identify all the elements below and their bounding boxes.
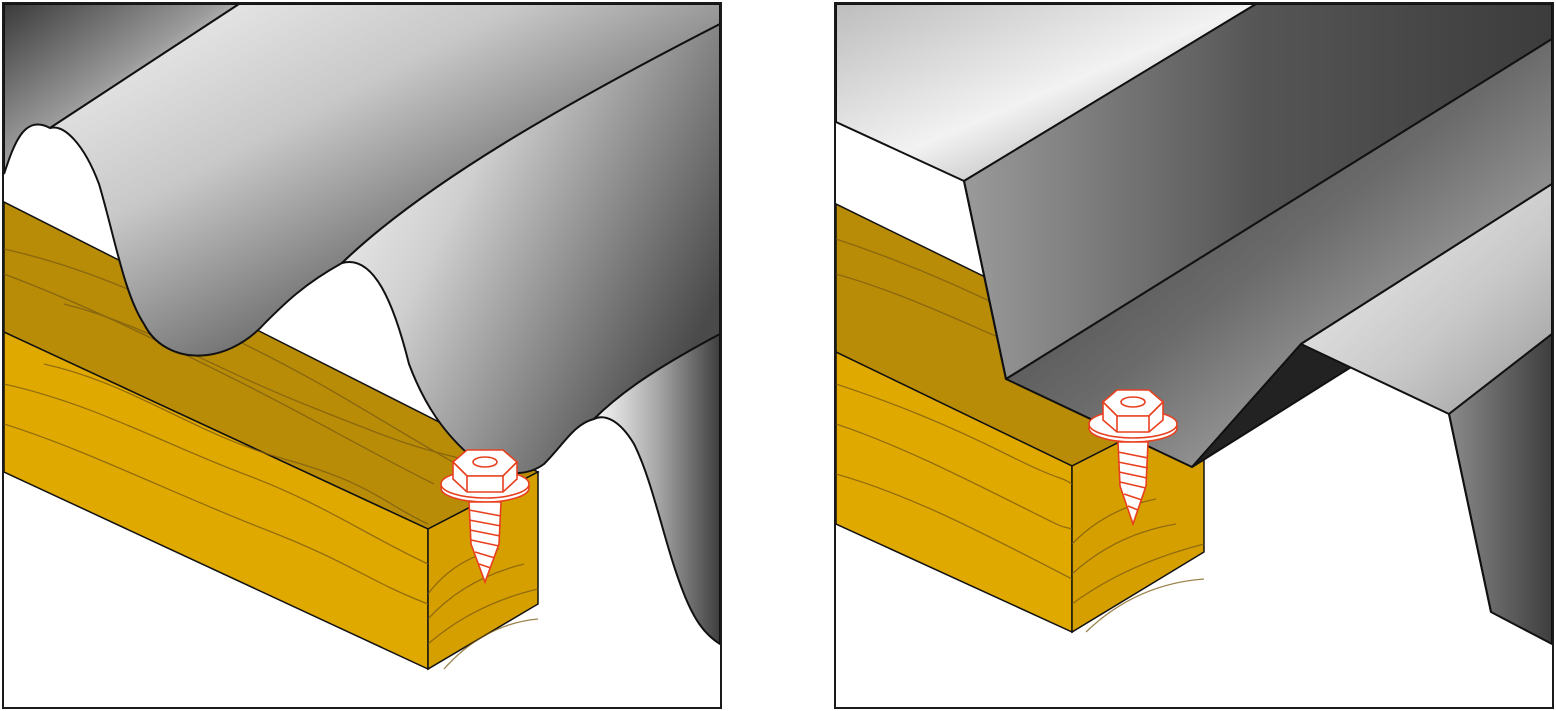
hex-head-screw-icon (1088, 389, 1178, 527)
wood-grain (4, 248, 539, 670)
wave-crest-2 (341, 22, 720, 475)
corrugated-illustration (4, 4, 720, 671)
corrugated-sheet-panel (2, 2, 722, 709)
trapezoidal-illustration (836, 4, 1552, 645)
trapezoidal-sheet (836, 4, 1552, 645)
rib-top-right (1300, 183, 1552, 415)
hex-head-screw-icon (440, 449, 530, 585)
trapezoidal-sheet-panel (834, 2, 1554, 709)
wave-crest-3 (593, 332, 720, 646)
corrugated-sheet (4, 4, 720, 646)
